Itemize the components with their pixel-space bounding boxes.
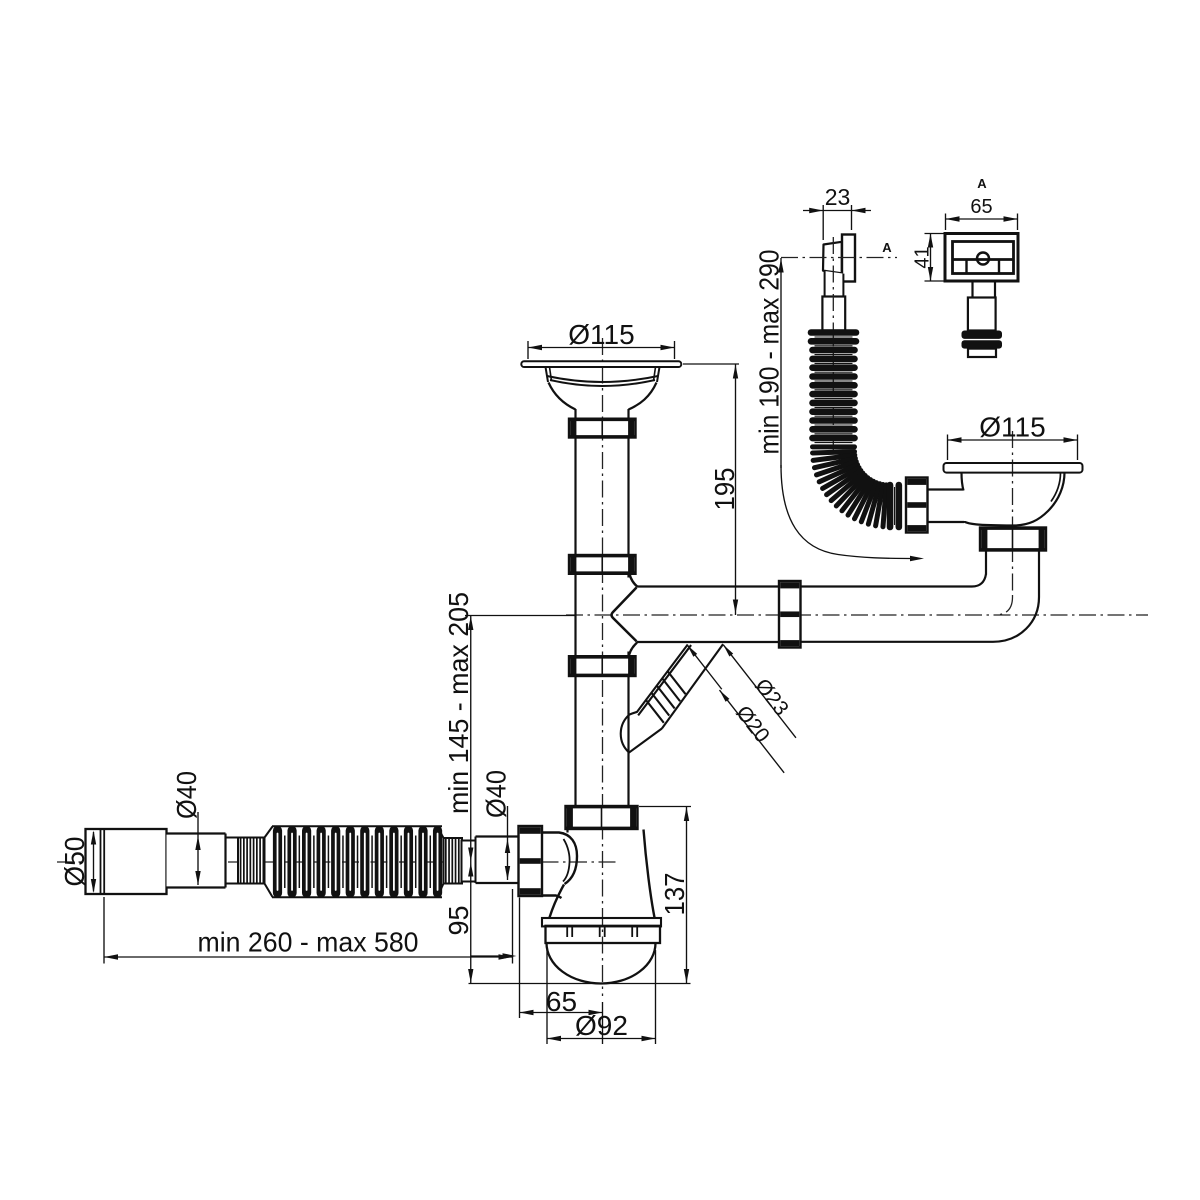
svg-text:Ø40: Ø40 bbox=[481, 770, 512, 818]
svg-text:Ø40: Ø40 bbox=[171, 771, 202, 819]
svg-text:195: 195 bbox=[709, 468, 740, 511]
svg-text:23: 23 bbox=[825, 184, 851, 210]
svg-text:min 145 - max 205: min 145 - max 205 bbox=[443, 592, 474, 814]
svg-text:min 190 - max 290: min 190 - max 290 bbox=[754, 250, 785, 455]
svg-text:65: 65 bbox=[970, 196, 992, 218]
svg-text:Ø92: Ø92 bbox=[575, 1010, 628, 1041]
svg-text:137: 137 bbox=[659, 873, 690, 916]
svg-text:A: A bbox=[882, 240, 892, 255]
svg-text:41: 41 bbox=[912, 246, 934, 268]
svg-text:65: 65 bbox=[546, 986, 577, 1017]
svg-text:95: 95 bbox=[443, 906, 474, 936]
svg-text:Ø50: Ø50 bbox=[59, 837, 90, 887]
svg-text:min 260 - max 580: min 260 - max 580 bbox=[198, 927, 419, 958]
svg-text:Ø115: Ø115 bbox=[979, 412, 1045, 443]
svg-text:Ø115: Ø115 bbox=[568, 319, 634, 350]
svg-text:A: A bbox=[977, 176, 987, 191]
